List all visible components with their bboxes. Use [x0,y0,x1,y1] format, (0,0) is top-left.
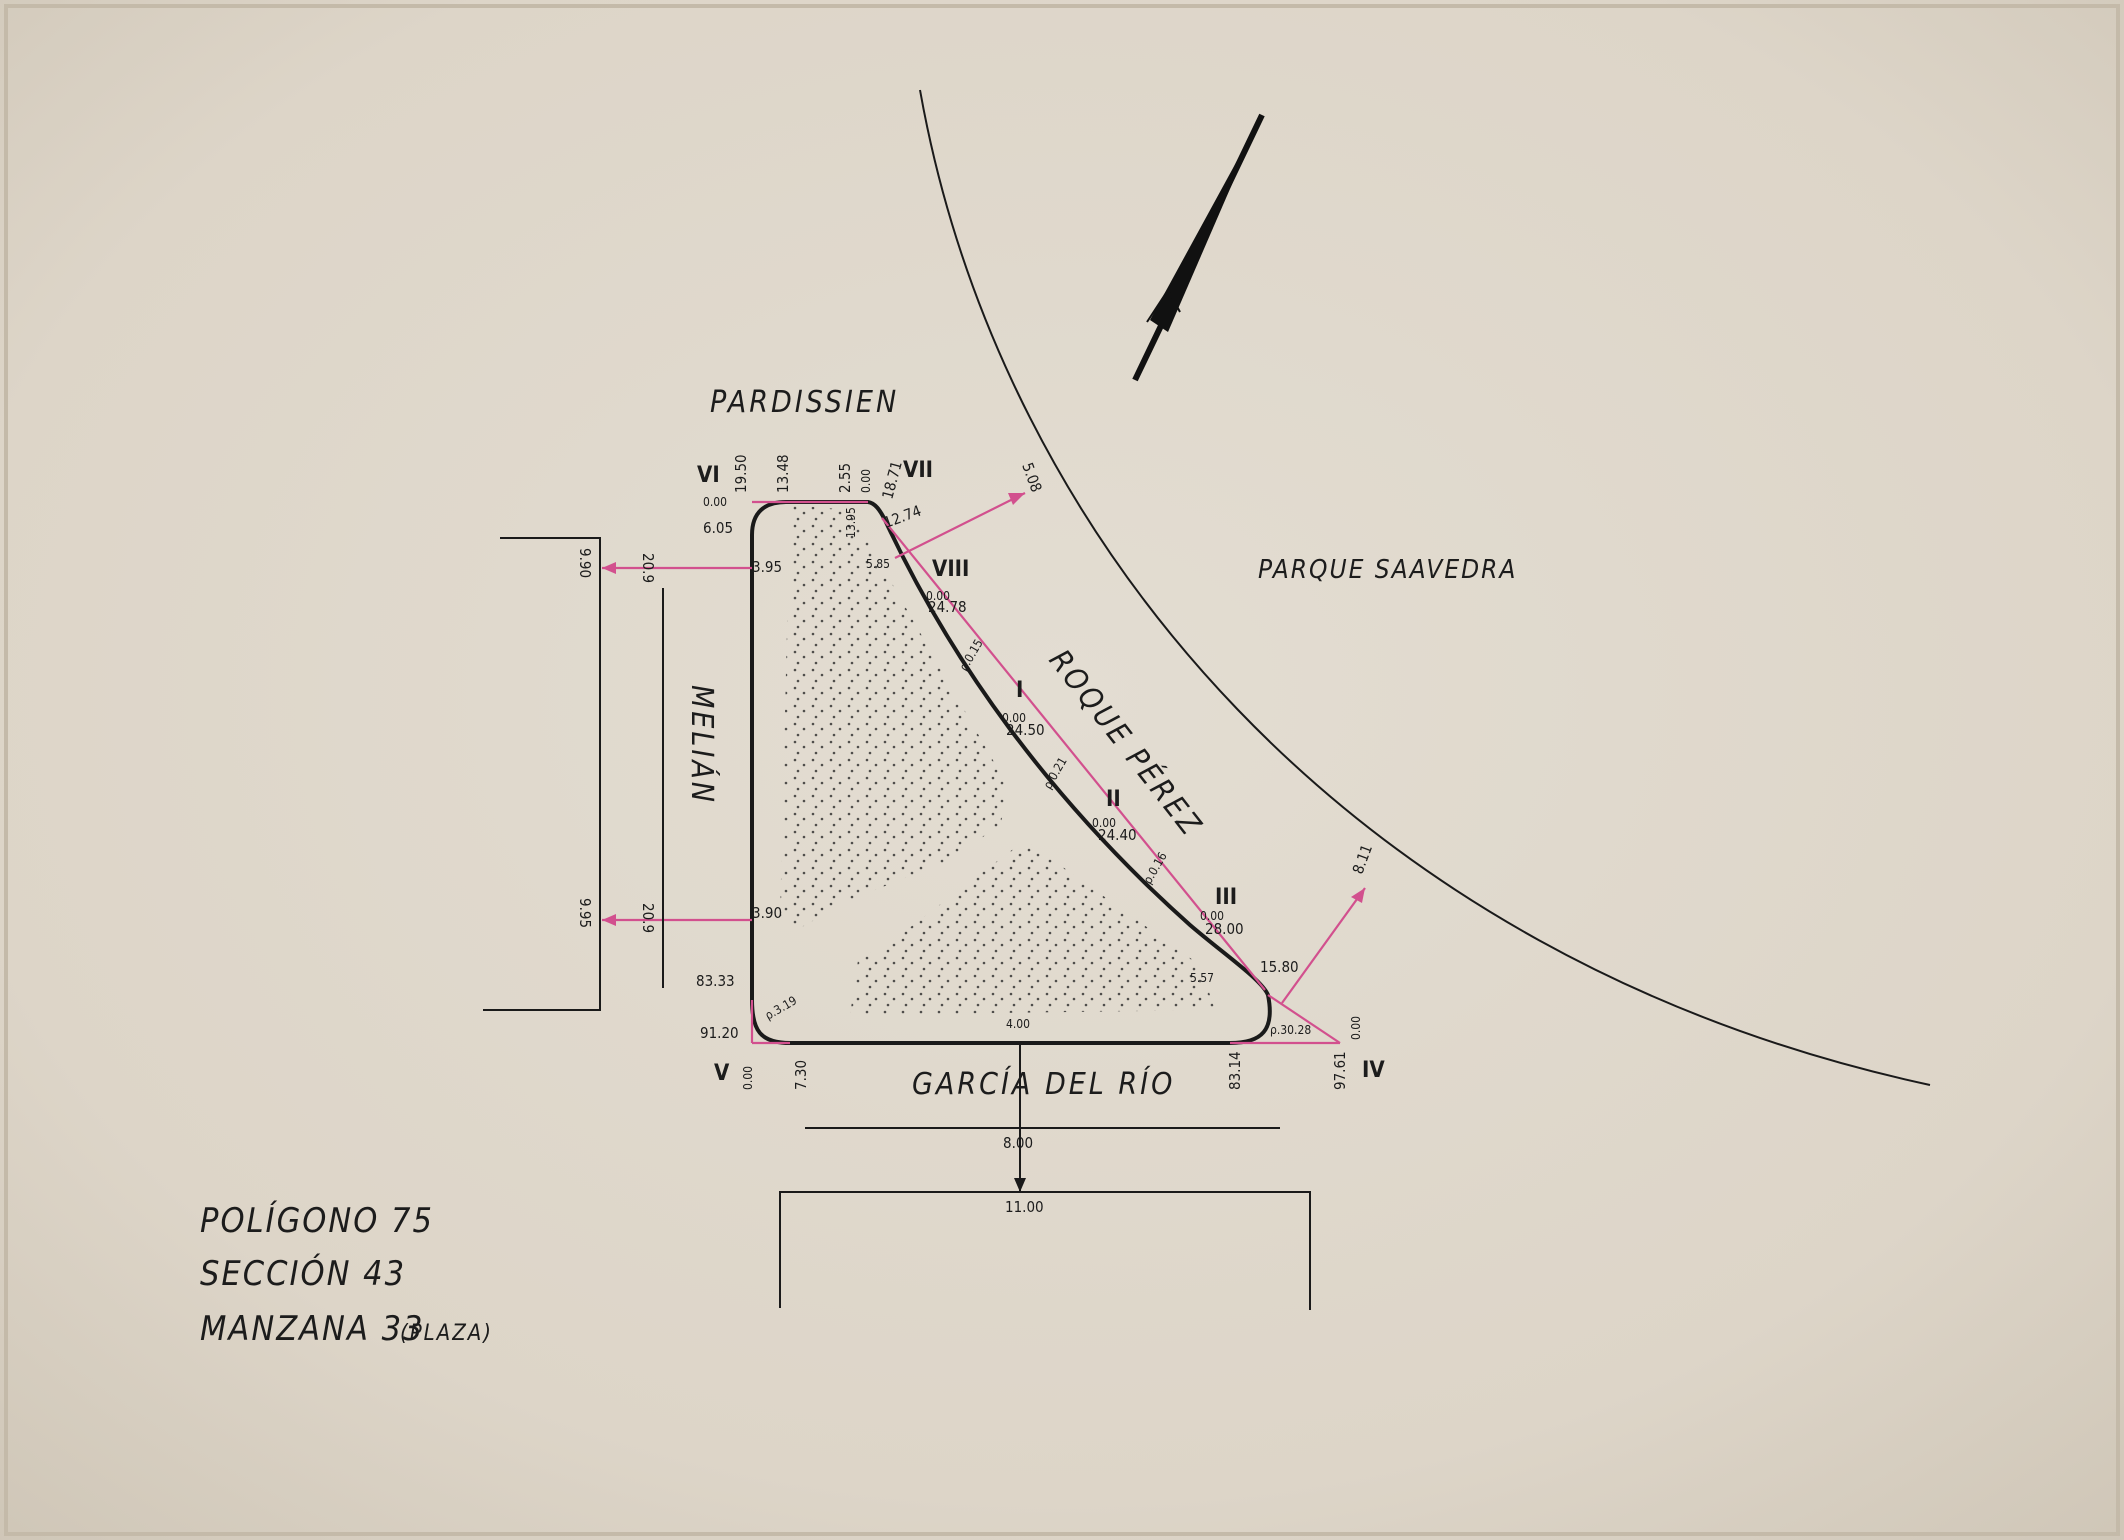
park-label: PARQUE SAAVEDRA [1258,555,1517,585]
measure-left-9-95: 9.95 [576,898,594,928]
measure-vii-zero: 0.00 [859,469,873,493]
paper-edge [4,4,2120,1536]
vertex-i: I [1016,678,1023,703]
measure-r-5-57: 5.57 [1190,971,1214,985]
vertex-iii: III [1215,885,1237,910]
measure-ii-zero: 0.00 [1092,816,1116,830]
vertex-ii: II [1106,787,1121,812]
measure-v-zero: 0.00 [741,1066,755,1090]
measure-r-15-80: 15.80 [1260,958,1299,976]
street-label-left: MELIÁN [684,685,720,805]
street-label-bottom: GARCÍA DEL RÍO [912,1066,1175,1102]
vertex-v: V [714,1061,730,1086]
measure-left-20-9: 20.9 [639,553,657,583]
measure-left-20-9-b: 20.9 [639,903,657,933]
measure-vi-zero: 0.00 [703,495,727,509]
pink-measurement-lines [602,492,1366,1045]
measure-iii-28-00: 28.00 [1205,920,1244,938]
dimension-lines [483,537,1311,1310]
plaza-stipple-lower [850,840,1215,1015]
measure-iv-zero: 0.00 [1349,1016,1363,1040]
measure-vii-13-95: 13.95 [844,507,858,538]
measure-bottom-8-00: 8.00 [1003,1134,1033,1152]
arrow-down-icon [1014,1178,1026,1192]
legend-seccion: SECCIÓN 43 [200,1253,406,1294]
vertex-vi: VI [697,463,720,488]
measure-b-4-00: 4.00 [1006,1017,1030,1031]
vertex-vii: VII [903,458,933,483]
plaza-stipple-upper [780,505,1010,928]
legend-plaza: (PLAZA) [400,1321,493,1346]
measure-i-zero: 0.00 [1002,711,1026,725]
measure-viii-zero: 0.00 [926,589,950,603]
measure-b-83-14: 83.14 [1226,1051,1244,1090]
measure-left-9-90: 9.90 [576,548,594,578]
arrow-left-upper-icon [602,562,616,574]
measure-left-3-90: 3.90 [752,904,782,922]
measure-v-7-30: 7.30 [792,1060,810,1090]
legend-poligono: POLÍGONO 75 [200,1200,434,1241]
vertex-viii: VIII [932,557,969,582]
plaza-block-outline [750,500,1272,1045]
vertex-iv: IV [1362,1058,1385,1083]
street-label-top: PARDISSIEN [710,385,899,420]
measure-ii-24-40: 24.40 [1098,826,1137,844]
measure-r-30-28: ρ.30.28 [1270,1023,1311,1037]
north-arrow-icon [1132,113,1265,382]
measure-vi-19-50: 19.50 [732,454,750,493]
measure-vii-2-55: 2.55 [836,463,854,493]
measure-bottom-11-00: 11.00 [1005,1198,1044,1216]
measure-iii-zero: 0.00 [1200,909,1224,923]
measure-left-3-95: 3.95 [752,558,782,576]
measure-vi-13-48: 13.48 [774,454,792,493]
measure-left-6-05: 6.05 [703,519,733,537]
measure-r-5-85: 5.85 [866,557,890,571]
measure-i-24-50: 24.50 [1006,721,1045,739]
measure-left-83-33: 83.33 [696,972,735,990]
legend-manzana: MANZANA 33 [200,1309,424,1349]
park-boundary-arc [919,89,1931,1086]
measure-viii-24-78: 24.78 [928,598,967,616]
measure-left-91-20: 91.20 [700,1024,739,1042]
arrow-left-lower-icon [602,914,616,926]
measure-iv-97-61: 97.61 [1331,1051,1349,1090]
